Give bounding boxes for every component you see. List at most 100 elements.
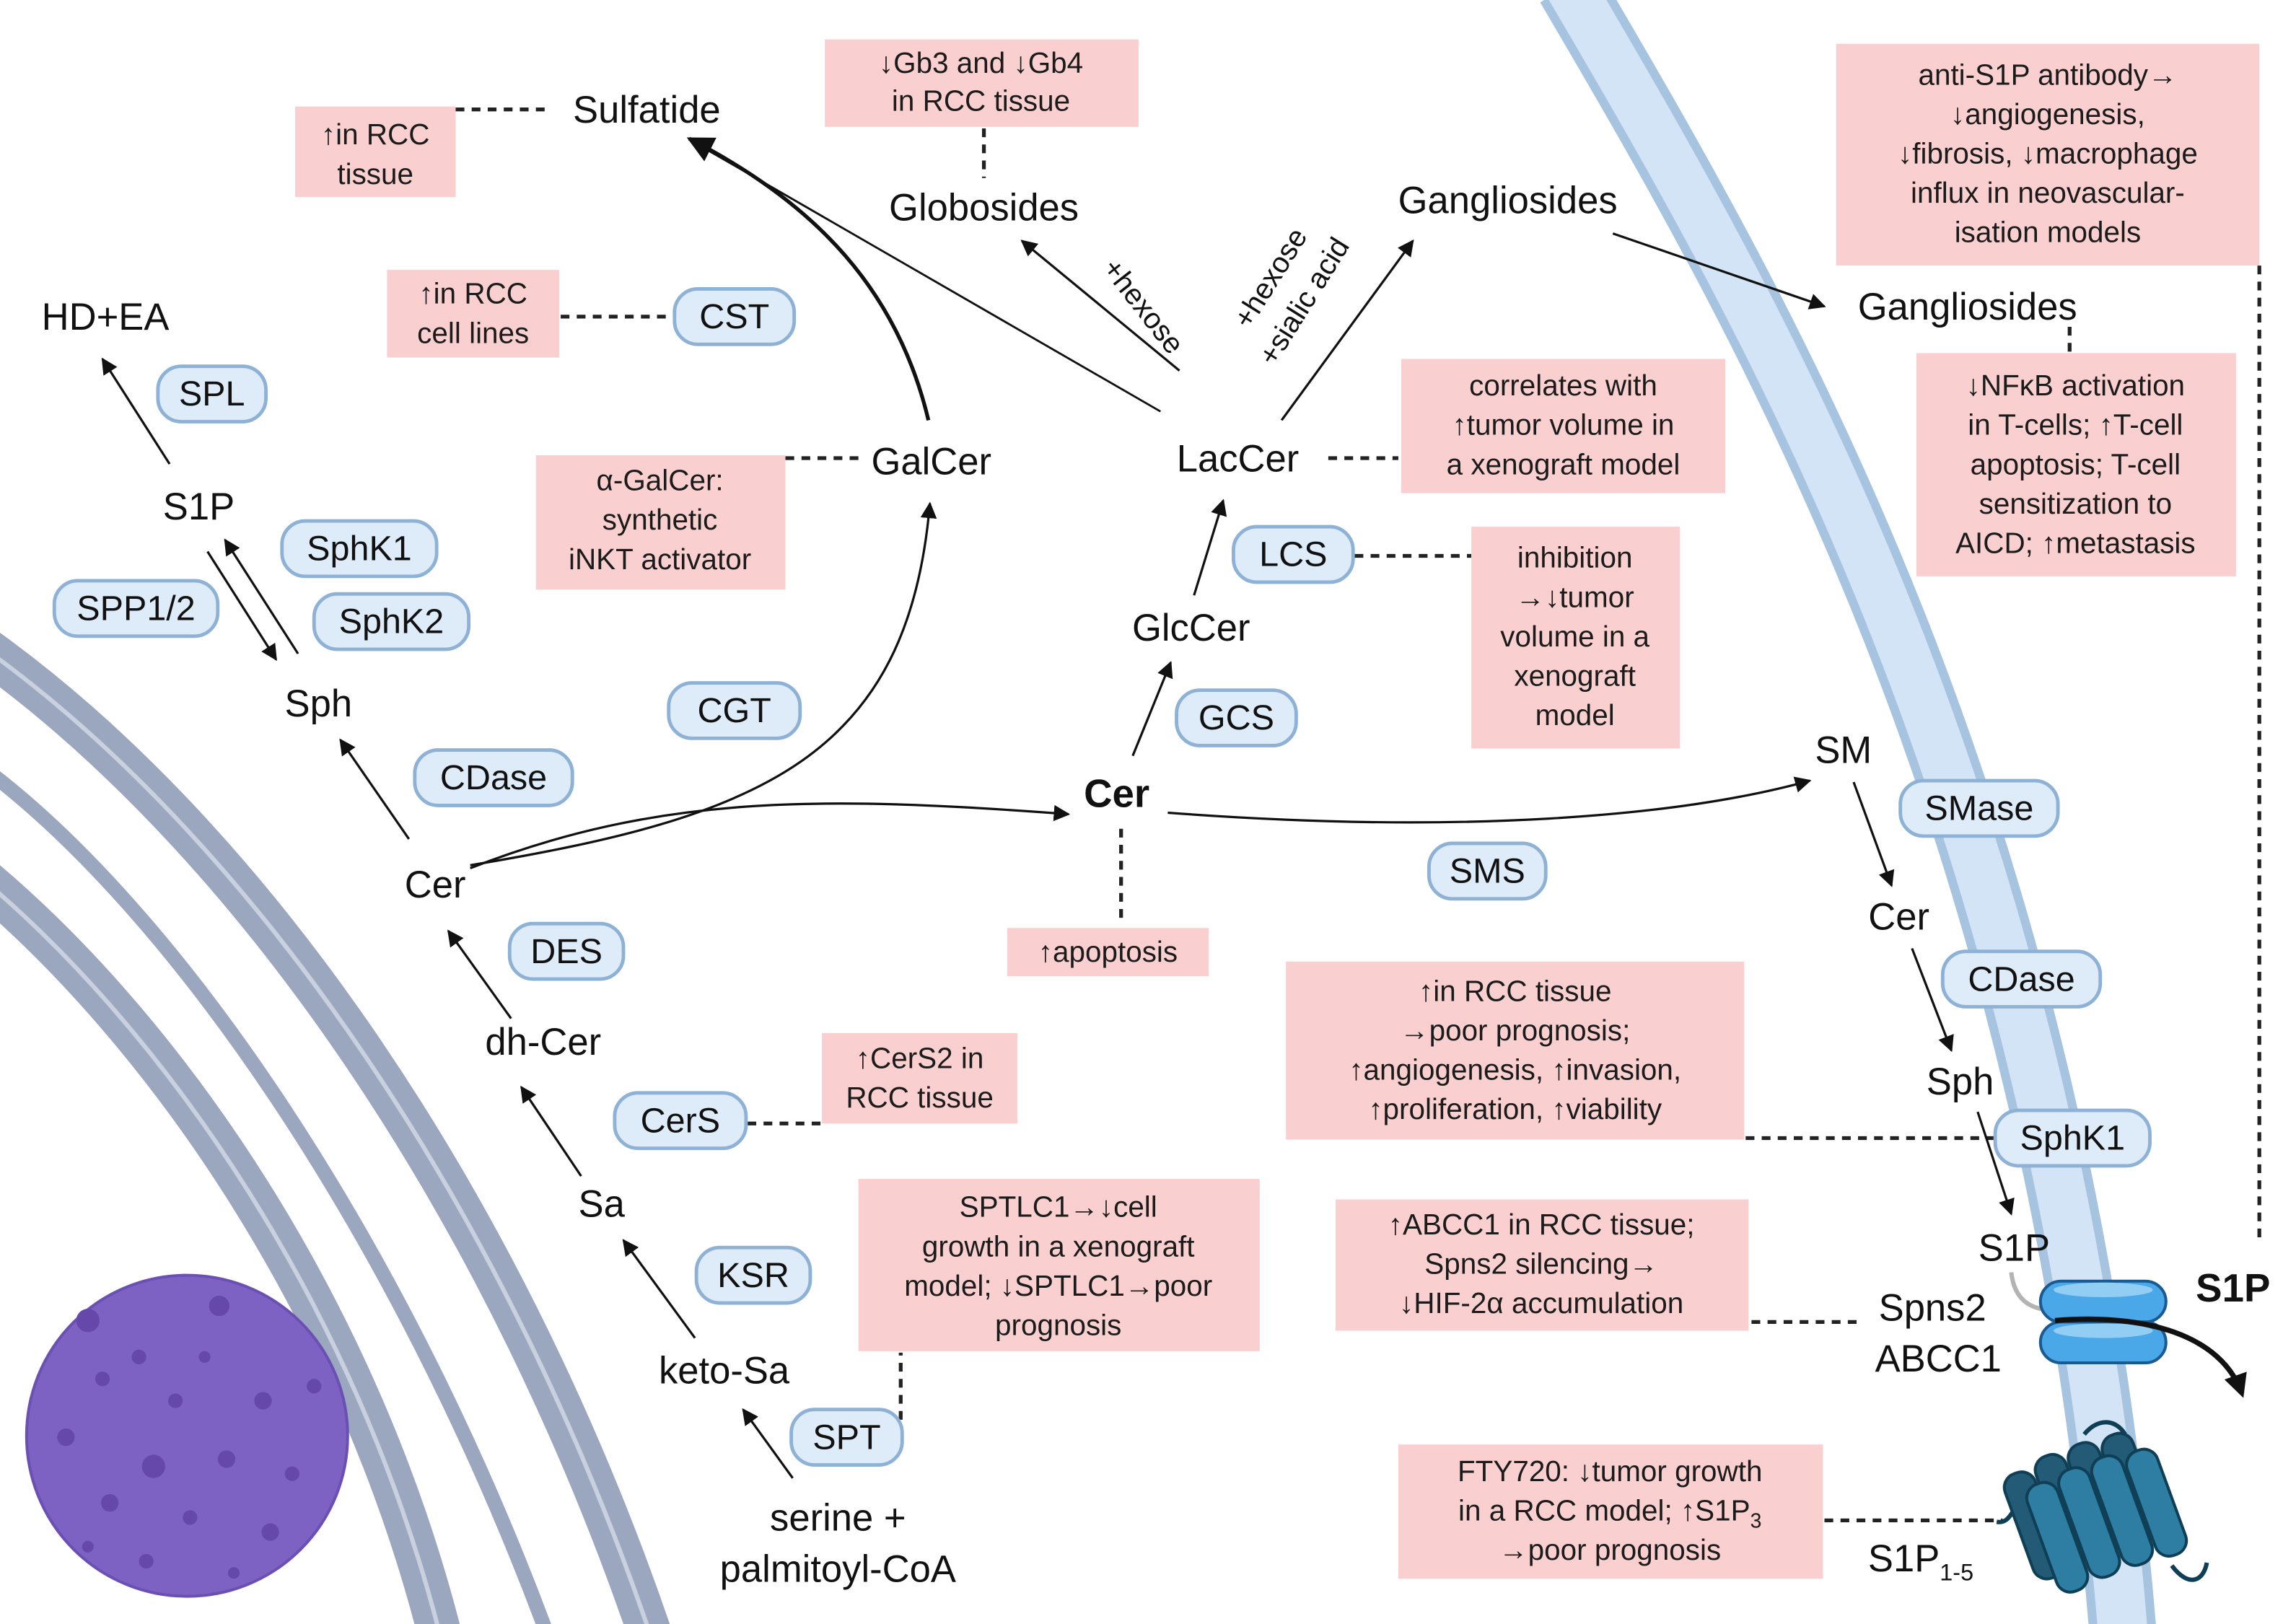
finding-line: apoptosis; T-cell [1971,447,2181,480]
arrow-s1p-to-sph [206,550,278,662]
receptor-label-subscript: 1-5 [1940,1559,1973,1585]
metabolite-keto-sa: keto-Sa [659,1349,790,1392]
finding-cst-rcc: ↑in RCC cell lines [387,270,560,358]
arrow-laccer-to-globosides [1020,240,1180,372]
arrow-cer-to-sph [339,738,411,840]
finding-line: ↓HIF-2α accumulation [1399,1286,1683,1320]
finding-line: tissue [337,157,413,190]
metabolite-serine: serine + [770,1497,906,1540]
finding-line: in a RCC model; ↑S1P3 [1458,1493,1761,1532]
metabolite-glccer: GlcCer [1132,607,1250,649]
metabolite-sm: SM [1815,729,1872,772]
finding-gb3-gb4: ↓Gb3 and ↓Gb4 in RCC tissue [825,39,1139,127]
finding-line: →poor prognosis; [1400,1014,1630,1047]
finding-line: ↓Gb3 and ↓Gb4 [879,46,1083,79]
arrow-sph-to-s1p [224,538,299,654]
arrow-cer-to-galcer [470,501,937,866]
label-hexose-globosides: +hexose [1096,252,1191,360]
finding-fty720: FTY720: ↓tumor growth in a RCC model; ↑S… [1398,1444,1823,1579]
enzyme-label: SPL [179,374,245,413]
finding-line: ↑in RCC tissue [1419,974,1611,1007]
enzymes: SPL SphK1 SphK2 SPP1/2 CDase CGT CST DES… [52,287,2152,1467]
nucleolus [25,1273,349,1598]
enzyme-cst: CST [672,287,797,346]
finding-line: a xenograft model [1447,447,1681,480]
enzyme-smase: SMase [1898,778,2060,838]
enzyme-label: LCS [1259,535,1327,574]
metabolite-globosides: Globosides [889,186,1079,229]
enzyme-cers: CerS [613,1091,748,1151]
metabolite-cer-er: Cer [405,864,466,906]
metabolite-sph-membrane: Sph [1927,1061,1994,1103]
enzyme-cdase-er: CDase [413,748,574,807]
reaction-labels: +hexose +hexose +sialic acid [1096,221,1356,370]
finding-line: anti-S1P antibody→ [1918,58,2177,91]
enzyme-sphk2: SphK2 [312,592,471,651]
finding-line: ↑in RCC [321,118,430,151]
enzyme-label: CDase [1968,960,2074,998]
enzyme-label: CST [699,297,769,336]
arrow-laccer-to-gangliosides [1280,239,1414,421]
enzyme-spp: SPP1/2 [52,579,220,638]
arrow-gangliosides-to-membrane [1612,232,1826,310]
finding-sulfatide-rcc: ↑in RCC tissue [294,106,456,198]
finding-line: sensitization to [1979,487,2172,520]
enzyme-label: SphK1 [2020,1119,2125,1158]
finding-gangliosides-tcell: ↓NFκB activation in T-cells; ↑T-cell apo… [1916,353,2236,576]
arrow-cer-to-cer-center [470,802,1071,869]
finding-line: in RCC tissue [892,84,1070,118]
metabolites: Sulfatide Globosides Gangliosides Gangli… [42,89,2271,1590]
enzyme-des: DES [507,921,626,981]
finding-line: ↓NFκB activation [1966,369,2185,402]
finding-anti-s1p: anti-S1P antibody→ ↓angiogenesis, ↓fibro… [1836,43,2260,266]
finding-line: isation models [1955,216,2141,249]
enzyme-label: SMase [1924,789,2033,828]
metabolite-sulfatide: Sulfatide [573,89,721,131]
enzyme-label: SPP1/2 [76,589,196,628]
arrow-galcer-to-sulfatide [686,136,931,421]
finding-line: FTY720: ↓tumor growth [1458,1454,1763,1488]
finding-line: ↑proliferation, ↑viability [1368,1092,1662,1125]
arrow-cer-to-sm [1167,776,1812,824]
metabolite-s1p-er: S1P [163,486,235,528]
finding-line: prognosis [995,1309,1121,1342]
finding-line: ↑apoptosis [1038,935,1178,968]
s1p-receptor-icon [1996,1420,2209,1594]
enzyme-label: DES [530,932,602,971]
finding-line: RCC tissue [846,1081,993,1114]
finding-line: synthetic [602,503,718,536]
finding-line: correlates with [1469,369,1657,402]
finding-line: cell lines [417,316,529,349]
metabolite-gangliosides-membrane: Gangliosides [1858,286,2077,328]
metabolite-cer-center: Cer [1084,771,1149,815]
enzyme-label: SMS [1450,852,1525,891]
finding-line: ↑angiogenesis, ↑invasion, [1349,1053,1681,1087]
enzyme-gcs: GCS [1175,688,1298,747]
enzyme-spt: SPT [789,1408,904,1467]
enzyme-label: KSR [717,1256,789,1295]
finding-sphk1-rcc: ↑in RCC tissue →poor prognosis; ↑angioge… [1286,961,1745,1140]
arrow-s1p-to-hd-ea [101,357,171,465]
arrow-sm-to-cer [1852,781,1895,887]
findings: ↑in RCC tissue ↓Gb3 and ↓Gb4 in RCC tiss… [294,39,2260,1579]
arrow-s1p-export [2054,1316,2247,1398]
metabolite-dh-cer: dh-Cer [485,1021,601,1063]
finding-line: ↓angiogenesis, [1950,97,2145,131]
finding-line: ↓fibrosis, ↓macrophage [1898,137,2198,170]
finding-line: →poor prognosis [1499,1533,1721,1566]
finding-line: volume in a [1500,620,1649,653]
finding-line: xenograft [1514,659,1636,693]
finding-abcc1-spns2: ↑ABCC1 in RCC tissue; Spns2 silencing→ ↓… [1335,1199,1749,1331]
finding-line-text: in a RCC model; ↑S1P [1458,1493,1750,1527]
metabolite-hd-ea: HD+EA [42,296,170,338]
nuclear-envelope [0,633,670,1624]
arrow-glccer-to-laccer [1193,499,1227,596]
enzyme-cgt: CGT [667,681,802,740]
enzyme-label: SphK1 [307,530,412,569]
enzyme-spl: SPL [156,364,268,423]
metabolite-sa: Sa [579,1183,626,1226]
enzyme-sphk1-membrane: SphK1 [1993,1108,2152,1168]
metabolite-s1p-membrane: S1P [1979,1226,2050,1269]
transporter-label-abcc1: ABCC1 [1875,1338,2002,1380]
